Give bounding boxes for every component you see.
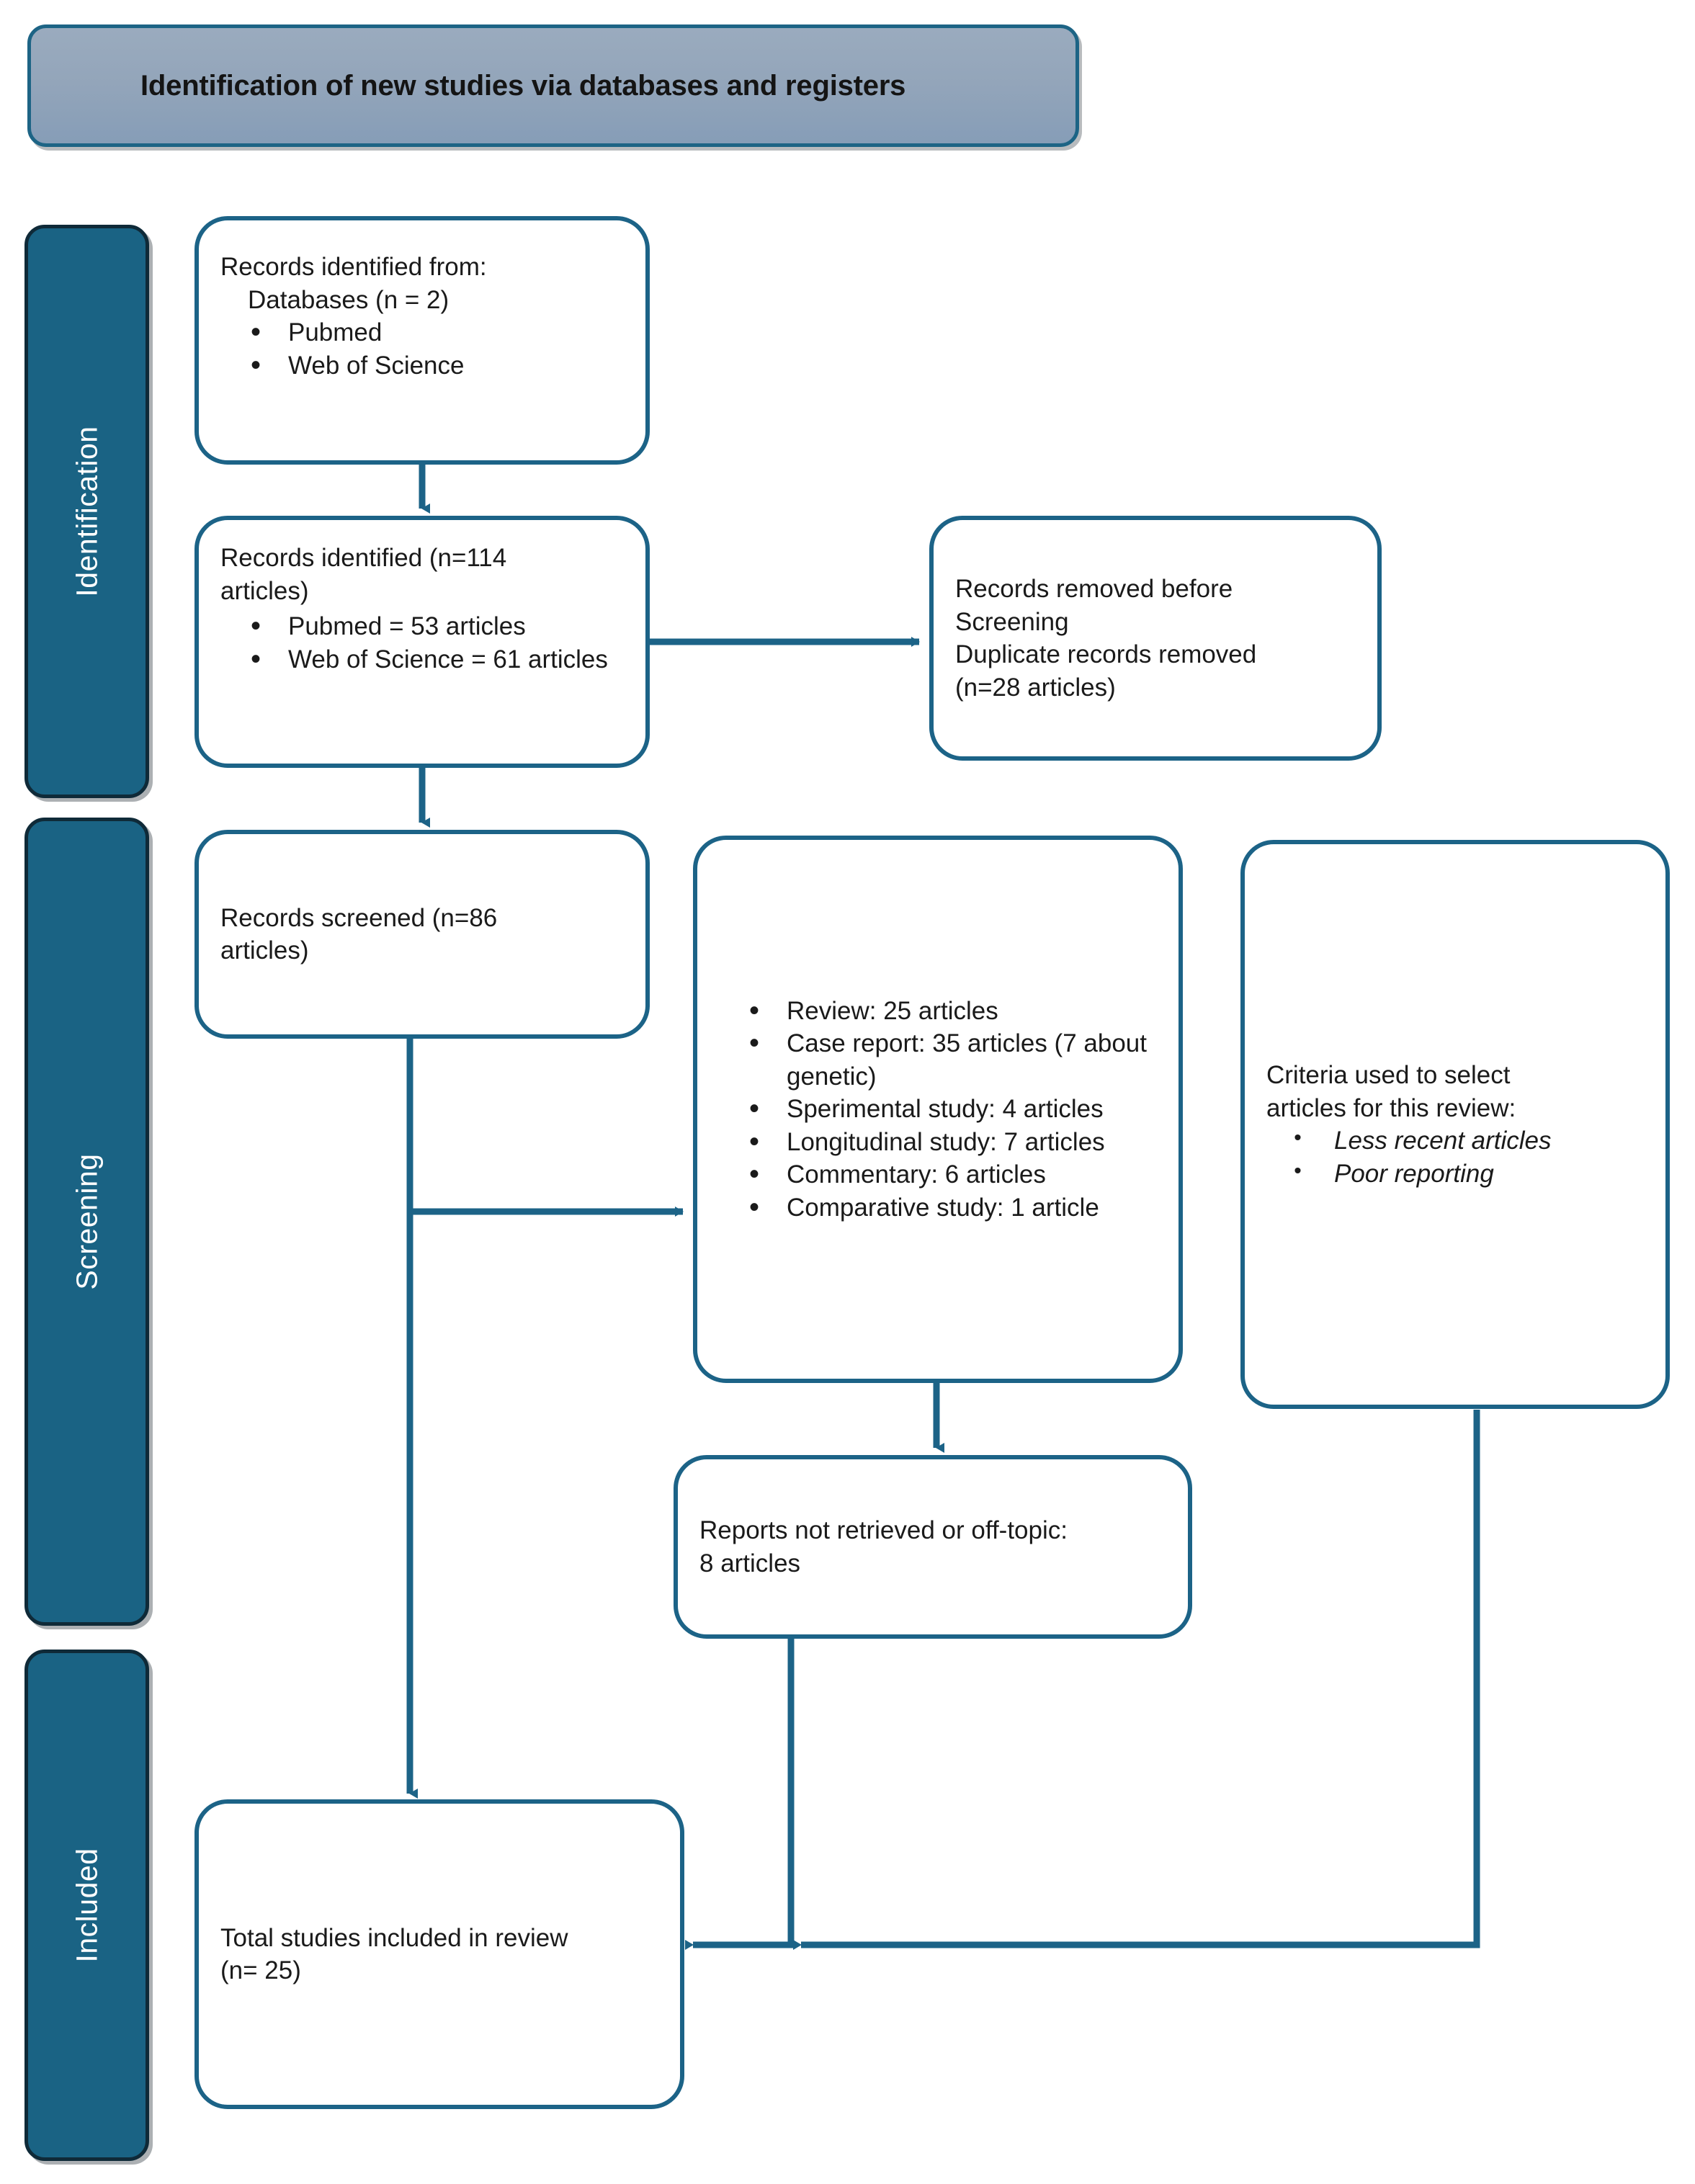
- stage-bar-included: Included: [24, 1650, 149, 2161]
- box-total-studies-included: Total studies included in review (n= 25): [194, 1799, 684, 2109]
- connector-not-retrieved-to-total-included: [685, 1639, 795, 1950]
- removed-line4: (n=28 articles): [955, 673, 1116, 702]
- list-item: Case report: 35 articles (7 about geneti…: [719, 1024, 1157, 1093]
- list-item: Review: 25 articles: [719, 992, 1157, 1029]
- included-line1: Total studies included in review: [220, 1923, 568, 1952]
- list-item: Web of Science = 61 articles: [220, 640, 624, 677]
- identified-from-line2: Databases (n = 2): [248, 285, 450, 314]
- list-item: Comparative study: 1 article: [719, 1189, 1157, 1225]
- not-retrieved-line1: Reports not retrieved or off-topic:: [699, 1516, 1068, 1544]
- identified-from-line1: Records identified from:: [220, 253, 487, 281]
- not-retrieved-line2: 8 articles: [699, 1549, 801, 1577]
- list-item: Pubmed = 53 articles: [220, 607, 624, 644]
- list-item: Sperimental study: 4 articles: [719, 1090, 1157, 1127]
- stage-label-identification: Identification: [70, 426, 103, 597]
- stage-label-included: Included: [70, 1848, 103, 1963]
- records-114-bullets: Pubmed = 53 articles Web of Science = 61…: [220, 607, 624, 677]
- list-item: Pubmed: [220, 313, 624, 350]
- criteria-line2: articles for this review:: [1266, 1093, 1516, 1122]
- removed-line3: Duplicate records removed: [955, 640, 1257, 668]
- included-line2: (n= 25): [220, 1956, 301, 1984]
- removed-line1: Records removed before: [955, 575, 1233, 603]
- identified-from-bullets: Pubmed Web of Science: [220, 313, 624, 383]
- removed-line2: Screening: [955, 607, 1069, 636]
- box-records-identified-from: Records identified from: Databases (n = …: [194, 216, 650, 465]
- criteria-bullets: Less recent articles Poor reporting: [1266, 1124, 1644, 1190]
- box-reports-not-retrieved: Reports not retrieved or off-topic: 8 ar…: [674, 1455, 1192, 1639]
- stage-bar-identification: Identification: [24, 225, 149, 798]
- page-title: Identification of new studies via databa…: [140, 69, 906, 102]
- criteria-line1: Criteria used to select: [1266, 1061, 1511, 1089]
- box-selection-criteria: Criteria used to select articles for thi…: [1240, 840, 1670, 1409]
- list-item: Poor reporting: [1266, 1157, 1644, 1191]
- box-records-identified-114: Records identified (n=114 articles) Pubm…: [194, 516, 650, 768]
- screened-line2: articles): [220, 936, 309, 965]
- list-item: Web of Science: [220, 346, 624, 383]
- study-types-bullets: Review: 25 articles Case report: 35 arti…: [719, 992, 1157, 1225]
- list-item: Longitudinal study: 7 articles: [719, 1123, 1157, 1160]
- box-study-type-breakdown: Review: 25 articles Case report: 35 arti…: [693, 836, 1183, 1383]
- box-records-removed-before-screening: Records removed before Screening Duplica…: [929, 516, 1382, 761]
- box-records-screened: Records screened (n=86 articles): [194, 830, 650, 1039]
- list-item: Less recent articles: [1266, 1124, 1644, 1158]
- records-114-line2: articles): [220, 576, 309, 605]
- stage-bar-screening: Screening: [24, 818, 149, 1626]
- records-114-line1: Records identified (n=114: [220, 544, 507, 572]
- screened-line1: Records screened (n=86: [220, 903, 498, 932]
- diagram-header-banner: Identification of new studies via databa…: [27, 24, 1079, 147]
- stage-label-screening: Screening: [70, 1153, 103, 1290]
- list-item: Commentary: 6 articles: [719, 1155, 1157, 1192]
